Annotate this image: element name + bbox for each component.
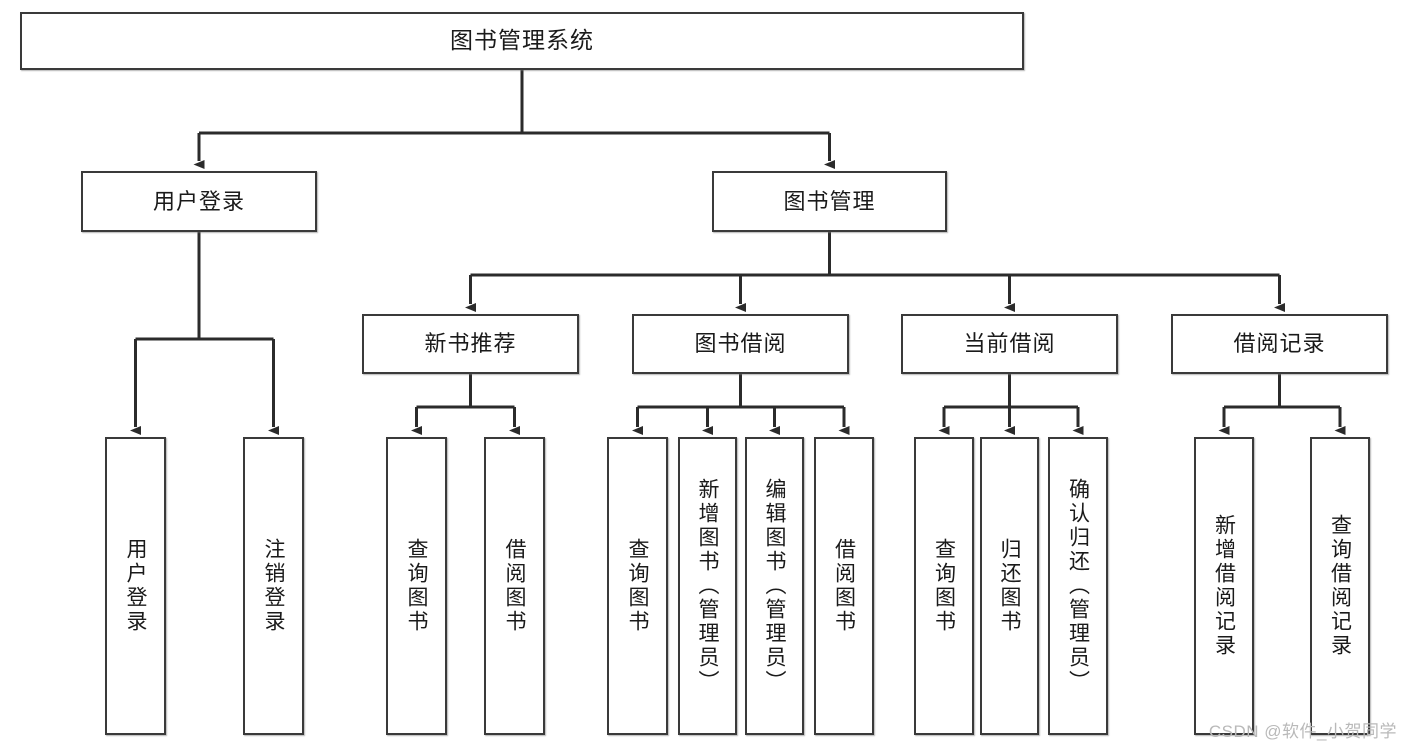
node-label-leaf-user-login: 用户登录 (124, 538, 147, 634)
node-label-leaf-edit-book: 编辑图书（管理员） (763, 478, 786, 694)
node-new-book-rec[interactable]: 新书推荐 (362, 314, 579, 374)
node-leaf-confirm-return[interactable]: 确认归还（管理员） (1048, 437, 1108, 735)
node-leaf-query-book-2[interactable]: 查询图书 (607, 437, 668, 735)
node-label-leaf-logout: 注销登录 (262, 538, 285, 634)
node-leaf-query-book-1[interactable]: 查询图书 (386, 437, 447, 735)
node-leaf-user-login[interactable]: 用户登录 (105, 437, 166, 735)
node-current-borrow[interactable]: 当前借阅 (901, 314, 1118, 374)
node-leaf-edit-book[interactable]: 编辑图书（管理员） (745, 437, 804, 735)
node-leaf-add-book[interactable]: 新增图书（管理员） (678, 437, 737, 735)
node-label-current-borrow: 当前借阅 (963, 331, 1056, 357)
node-leaf-return-book[interactable]: 归还图书 (980, 437, 1039, 735)
node-label-book-manage: 图书管理 (783, 188, 876, 214)
node-leaf-borrow-book-1[interactable]: 借阅图书 (484, 437, 545, 735)
node-label-leaf-query-book-3: 查询图书 (932, 538, 956, 634)
node-label-leaf-confirm-return: 确认归还（管理员） (1066, 478, 1090, 694)
node-leaf-query-record[interactable]: 查询借阅记录 (1310, 437, 1370, 735)
node-label-user-login: 用户登录 (152, 188, 245, 214)
node-root[interactable]: 图书管理系统 (20, 12, 1024, 70)
node-label-leaf-return-book: 归还图书 (998, 538, 1021, 634)
csdn-watermark: CSDN @软件_小贺同学 (1208, 722, 1397, 741)
node-user-login[interactable]: 用户登录 (81, 171, 317, 232)
node-label-new-book-rec: 新书推荐 (424, 331, 517, 357)
node-label-book-borrow: 图书借阅 (694, 331, 787, 357)
node-label-leaf-borrow-book-2: 借阅图书 (832, 538, 856, 634)
node-label-leaf-query-record: 查询借阅记录 (1328, 514, 1352, 658)
node-leaf-borrow-book-2[interactable]: 借阅图书 (814, 437, 874, 735)
node-label-root: 图书管理系统 (450, 27, 594, 54)
node-label-borrow-record: 借阅记录 (1233, 331, 1326, 357)
node-label-leaf-borrow-book-1: 借阅图书 (503, 538, 526, 634)
node-label-leaf-query-book-2: 查询图书 (626, 538, 649, 634)
node-book-manage[interactable]: 图书管理 (712, 171, 947, 232)
node-label-leaf-add-record: 新增借阅记录 (1212, 514, 1236, 658)
node-leaf-logout[interactable]: 注销登录 (243, 437, 304, 735)
node-label-leaf-add-book: 新增图书（管理员） (696, 478, 719, 694)
node-book-borrow[interactable]: 图书借阅 (632, 314, 849, 374)
node-leaf-add-record[interactable]: 新增借阅记录 (1194, 437, 1254, 735)
node-label-leaf-query-book-1: 查询图书 (405, 538, 428, 634)
node-borrow-record[interactable]: 借阅记录 (1171, 314, 1388, 374)
node-leaf-query-book-3[interactable]: 查询图书 (914, 437, 974, 735)
